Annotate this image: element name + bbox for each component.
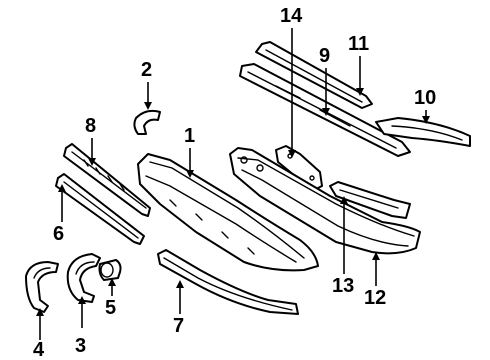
callout-4: 4 [33,339,45,360]
part-14-bracket [275,145,323,191]
callout-12: 12 [364,287,386,309]
part-11-upper-strip [255,41,373,109]
callout-14: 14 [280,5,303,27]
callout-5: 5 [105,297,116,319]
part-1-bumper-reinforcement [137,153,319,272]
part-10-end-piece [375,117,471,147]
callout-2: 2 [141,59,152,81]
part-8-grille-strip [63,143,151,217]
callout-leaders [36,28,430,340]
part-6-molding [55,173,145,245]
callout-3: 3 [75,335,86,357]
part-12-bumper-cover [229,147,421,255]
callout-11: 11 [348,33,369,55]
callout-8: 8 [85,115,96,137]
callout-10: 10 [414,87,436,109]
part-2-bracket [133,109,161,135]
callout-9: 9 [319,45,330,67]
part-4-corner-cap [25,261,59,313]
part-5-grommet [98,259,122,281]
part-3-end-cap [66,253,101,303]
callout-7: 7 [173,315,184,337]
callout-1: 1 [184,125,195,147]
callout-6: 6 [53,223,64,245]
part-7-lower-molding [157,249,299,315]
callout-13: 13 [332,275,354,297]
